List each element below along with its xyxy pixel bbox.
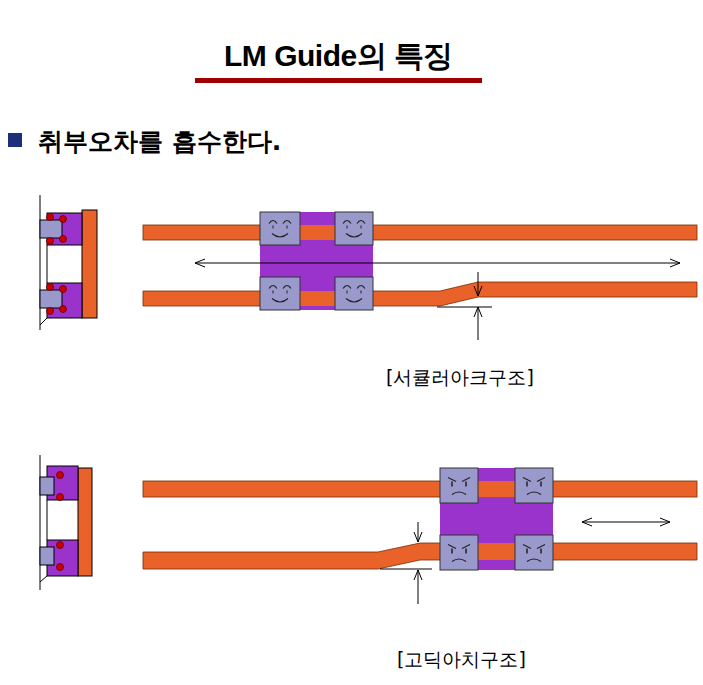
title-underline (195, 78, 482, 83)
offset-dimension (380, 522, 432, 604)
rails-gothic (143, 481, 697, 569)
bullet-square (8, 133, 22, 147)
angry-face (440, 535, 478, 570)
motion-arrow (582, 522, 670, 523)
happy-face (260, 212, 300, 245)
angry-face (515, 468, 553, 503)
angry-face (515, 535, 553, 570)
bullet-text: 취부오차를 흡수한다. (38, 125, 281, 158)
figure-caption: [서큘러아크구조] (386, 365, 534, 391)
offset-dimension (437, 272, 492, 340)
block-circular (260, 212, 373, 310)
rail-visible (478, 543, 515, 560)
happy-face (335, 212, 373, 245)
side-view-circular (40, 195, 97, 330)
rails-circular (143, 225, 697, 306)
rail-visible (478, 481, 515, 497)
happy-face (335, 277, 373, 310)
figure-caption: [고딕아치구조] (397, 647, 526, 673)
angry-face (440, 468, 478, 503)
slide-title: LM Guide의 특징 (224, 36, 453, 77)
motion-arrow (195, 263, 680, 264)
happy-face (260, 277, 300, 310)
rail-visible (300, 225, 335, 240)
block-gothic (440, 468, 553, 570)
rail-visible (300, 291, 335, 306)
side-view-gothic (40, 455, 92, 590)
